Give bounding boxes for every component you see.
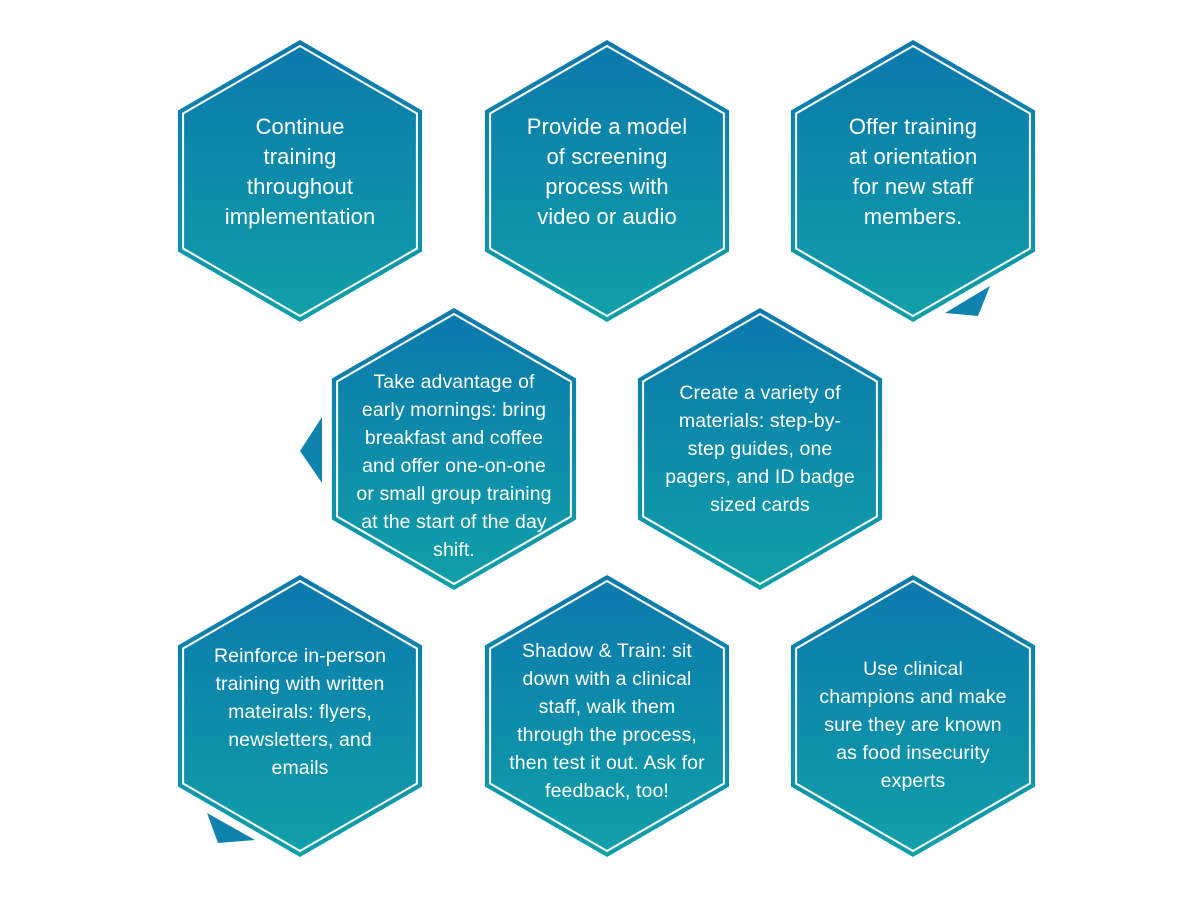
hexagon-inner-outline [795,44,1031,318]
hexagon-label-clinical-champions: Use clinical champions and make sure they … [819,655,1006,795]
hexagon-label-variety-materials: Create a variety of materials: step-by-st… [665,379,855,519]
hexagon-inner-outline [489,44,725,318]
hexagon-label-line: Continue [255,114,345,139]
hexagon-label-line: emails [271,757,329,779]
hexagon-label-offer-orientation: Offer training at orientation for new staf… [849,112,978,232]
hexagon-label-line: staff, walk them [538,696,676,718]
hexagon-label-line: feedback, too! [545,780,669,802]
hexagon-label-line: process with [545,174,669,199]
hexagon-label-line: then test it out. Ask for [509,752,705,774]
hexagon-inner-outline [182,44,418,318]
hexagon-shape [177,575,423,857]
hexagon-label-line: at orientation [848,144,978,169]
hexagon-label-line: throughout [246,174,354,199]
hexagon-label-line: newsletters, and [228,729,372,751]
hexagon-label-line: Reinforce in-person [213,645,387,667]
hexagon-label-line: step guides, one [687,438,833,460]
hexagon-label-line: pagers, and ID badge [665,466,855,488]
hexagon-label-early-mornings: Take advantage of early mornings: bring br… [356,368,551,564]
hexagon-label-line: breakfast and coffee [364,427,544,449]
hexagon-shape [177,40,423,322]
hexagon-shape [484,40,730,322]
hexagon-label-line: down with a clinical [522,668,692,690]
hexagon-label-line: members. [863,204,963,229]
hexagon-label-line: experts [880,770,946,792]
hexagon-label-line: early mornings: bring [361,399,547,421]
hexagon-label-line: of screening [546,144,668,169]
hexagon-shape [637,308,883,590]
hexagon-label-line: video or audio [537,204,677,229]
hexagon-inner-outline [182,579,418,853]
accent-tab-top-right [945,286,990,316]
hexagon-shape [790,40,1036,322]
hexagon-label-line: champions and make [819,686,1007,708]
hexagon-provide-model [484,40,730,322]
hexagon-label-line: materials: step-by- [678,410,842,432]
hexagon-inner-outline [795,579,1031,853]
hexagon-label-line: shift. [433,539,475,561]
hexagon-variety-materials [637,308,883,590]
hexagon-label-line: and offer one-on-one [362,455,546,477]
hexagon-shape [331,308,577,590]
hexagon-label-reinforce-written: Reinforce in-person training with written… [214,642,386,782]
hexagon-shadow-train [484,575,730,857]
hexagon-label-line: for new staff [852,174,974,199]
hexagon-inner-outline [642,312,878,586]
hexagon-label-line: at the start of the day [361,511,547,533]
hexagon-label-line: Create a variety of [679,382,841,404]
hexagon-label-line: mateirals: flyers, [228,701,372,723]
hexagon-label-line: through the process, [517,724,697,746]
hexagon-label-continue-training: Continue training throughout implementation [225,112,376,232]
hexagon-reinforce-written [177,575,423,857]
hexagon-label-line: Take advantage of [373,371,535,393]
hexagon-label-line: training with written [215,673,385,695]
hexagon-shape [484,575,730,857]
hexagon-clinical-champions [790,575,1036,857]
accent-tab-bottom-left [207,813,255,843]
hexagon-label-line: sure they are known [824,714,1002,736]
hexagon-early-mornings [331,308,577,590]
accent-tab-middle-left [300,417,322,483]
hexagon-label-line: or small group training [356,483,552,505]
hexagon-label-line: implementation [224,204,376,229]
hexagon-offer-orientation [790,40,1036,322]
hexagon-label-line: as food insecurity [836,742,990,764]
hexagon-label-provide-model: Provide a model of screening process with v… [527,112,687,232]
hexagon-inner-outline [489,579,725,853]
hexagon-label-line: Offer training [848,114,978,139]
hexagon-shape [790,575,1036,857]
hexagon-inner-outline [336,312,572,586]
hexagon-label-line: training [263,144,337,169]
hexagon-label-line: sized cards [710,494,810,516]
hexagon-label-shadow-train: Shadow & Train: sit down with a clinical s… [509,637,704,805]
hexagon-continue-training [177,40,423,322]
hexagon-label-line: Provide a model [526,114,688,139]
hexagon-label-line: Use clinical [863,658,963,680]
hexagon-label-line: Shadow & Train: sit [522,640,692,662]
